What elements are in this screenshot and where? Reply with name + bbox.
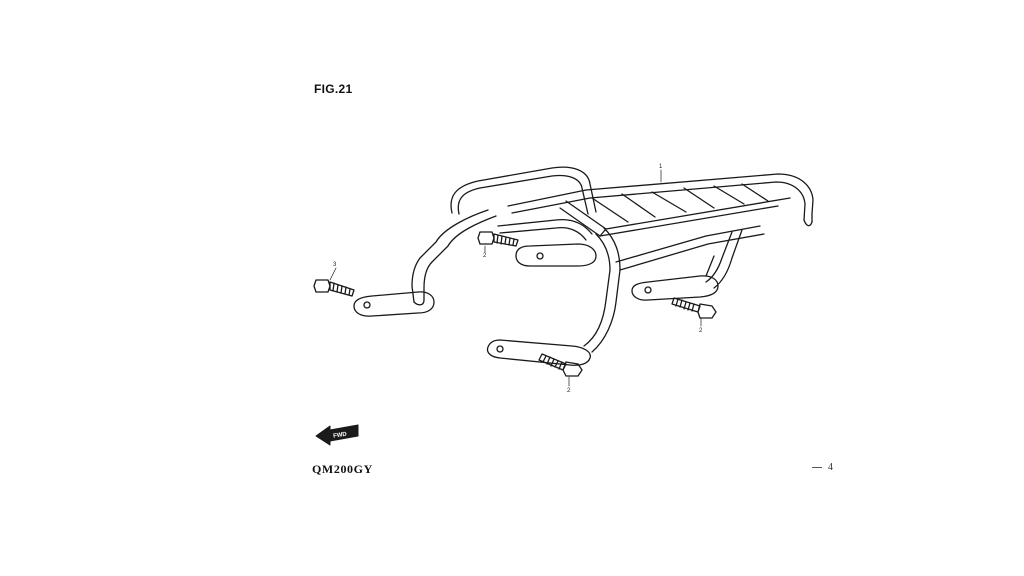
bolt-top [477,231,519,247]
callout-bolt-top: 2 [483,253,487,259]
luggage-rack-part [353,166,814,366]
model-label: QM200GY [312,462,373,476]
page-number-value: 4 [828,462,833,473]
bolt-bottom [538,353,583,377]
fwd-arrow-icon: FWD [315,424,359,446]
bolt-right [671,297,717,319]
callout-bolt-right: 2 [699,328,703,334]
callout-rack: 1 [659,164,663,170]
callout-bolt-bottom: 2 [567,388,571,394]
bolt-left [313,279,355,297]
callout-bolt-left: 3 [333,262,337,268]
leader-lines [329,169,702,387]
figure-title: FIG.21 [314,82,353,96]
page-number: 4 [812,462,833,473]
fwd-label: FWD [333,432,348,440]
page-dash [812,467,822,469]
